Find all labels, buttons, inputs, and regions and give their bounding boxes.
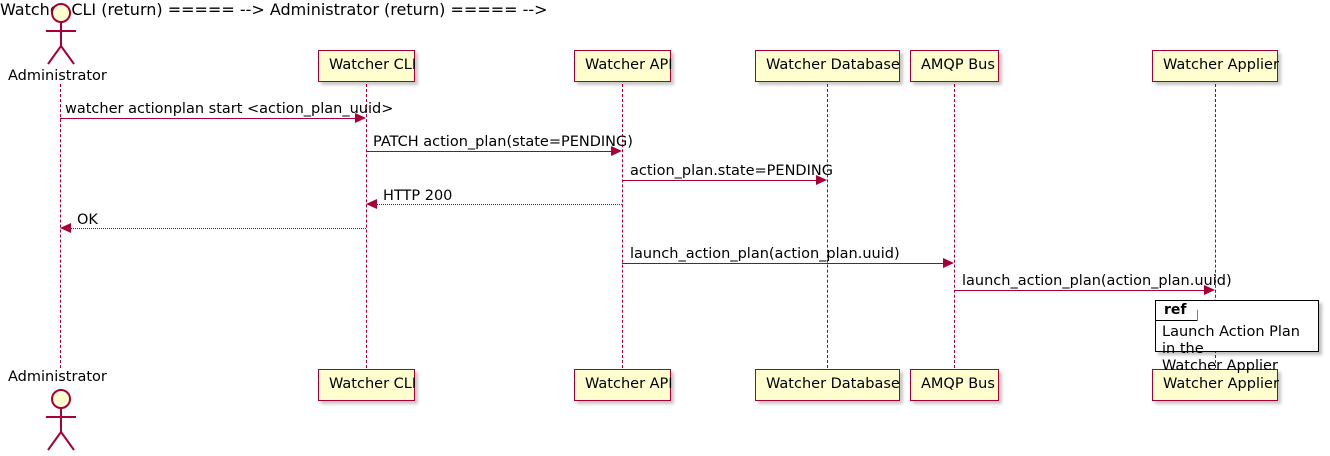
message-line-4 [377,204,622,205]
participant-watcher-applier-bottom[interactable]: Watcher Applier [1152,369,1279,401]
message-label-6: launch_action_plan(action_plan.uuid) [630,246,900,262]
participant-watcher-cli-top[interactable]: Watcher CLI [318,50,416,82]
message-label-4: HTTP 200 [383,188,453,204]
stick-figure-icon [46,389,76,451]
participant-watcher-api-top[interactable]: Watcher API [574,50,673,82]
ref-fragment-line-1: Launch Action Plan in the [1162,324,1300,357]
stick-figure-icon [46,3,76,65]
lifeline-watcher-applier [1215,84,1216,368]
message-label-1: watcher actionplan start <action_plan_uu… [65,101,394,117]
message-line-2 [366,151,611,152]
message-line-1 [60,118,355,119]
lifeline-watcher-api [622,84,623,368]
lifeline-amqp-bus [954,84,955,368]
participant-watcher-api-bottom[interactable]: Watcher API [574,369,673,401]
ref-fragment: ref Launch Action Plan in the Watcher Ap… [1155,300,1319,374]
participant-label-administrator-bottom: Administrator [8,369,107,385]
participant-watcher-database-top[interactable]: Watcher Database [755,50,900,82]
participant-watcher-database-bottom[interactable]: Watcher Database [755,369,900,401]
arrow-head-right-icon [611,146,622,156]
actor-administrator-top [38,2,84,72]
ref-fragment-line-2: Watcher Applier [1162,358,1278,374]
ref-fragment-keyword: ref [1156,301,1198,321]
message-label-7: launch_action_plan(action_plan.uuid) [962,273,1232,289]
message-label-5: OK [77,212,98,228]
message-line-5 [71,228,366,229]
message-line-7 [954,290,1204,291]
participant-watcher-cli-bottom[interactable]: Watcher CLI [318,369,416,401]
participant-watcher-applier-top[interactable]: Watcher Applier [1152,50,1279,82]
arrow-head-right-icon [355,113,366,123]
ref-fragment-body: Launch Action Plan in the Watcher Applie… [1156,323,1318,375]
message-line-3 [622,180,816,181]
arrow-head-left-icon [60,223,71,233]
arrow-head-right-icon [943,258,954,268]
message-line-6 [622,263,943,264]
arrow-head-right-icon [816,175,827,185]
arrow-head-left-icon [366,199,377,209]
participant-amqp-bus-top[interactable]: AMQP Bus [910,50,999,82]
message-label-2: PATCH action_plan(state=PENDING) [373,134,633,150]
participant-amqp-bus-bottom[interactable]: AMQP Bus [910,369,999,401]
lifeline-watcher-database [827,84,828,368]
message-label-3: action_plan.state=PENDING [630,163,833,179]
participant-label-administrator-top: Administrator [8,68,107,84]
actor-administrator-bottom [38,388,84,456]
arrow-head-right-icon [1204,285,1215,295]
lifeline-watcher-cli [366,84,367,368]
